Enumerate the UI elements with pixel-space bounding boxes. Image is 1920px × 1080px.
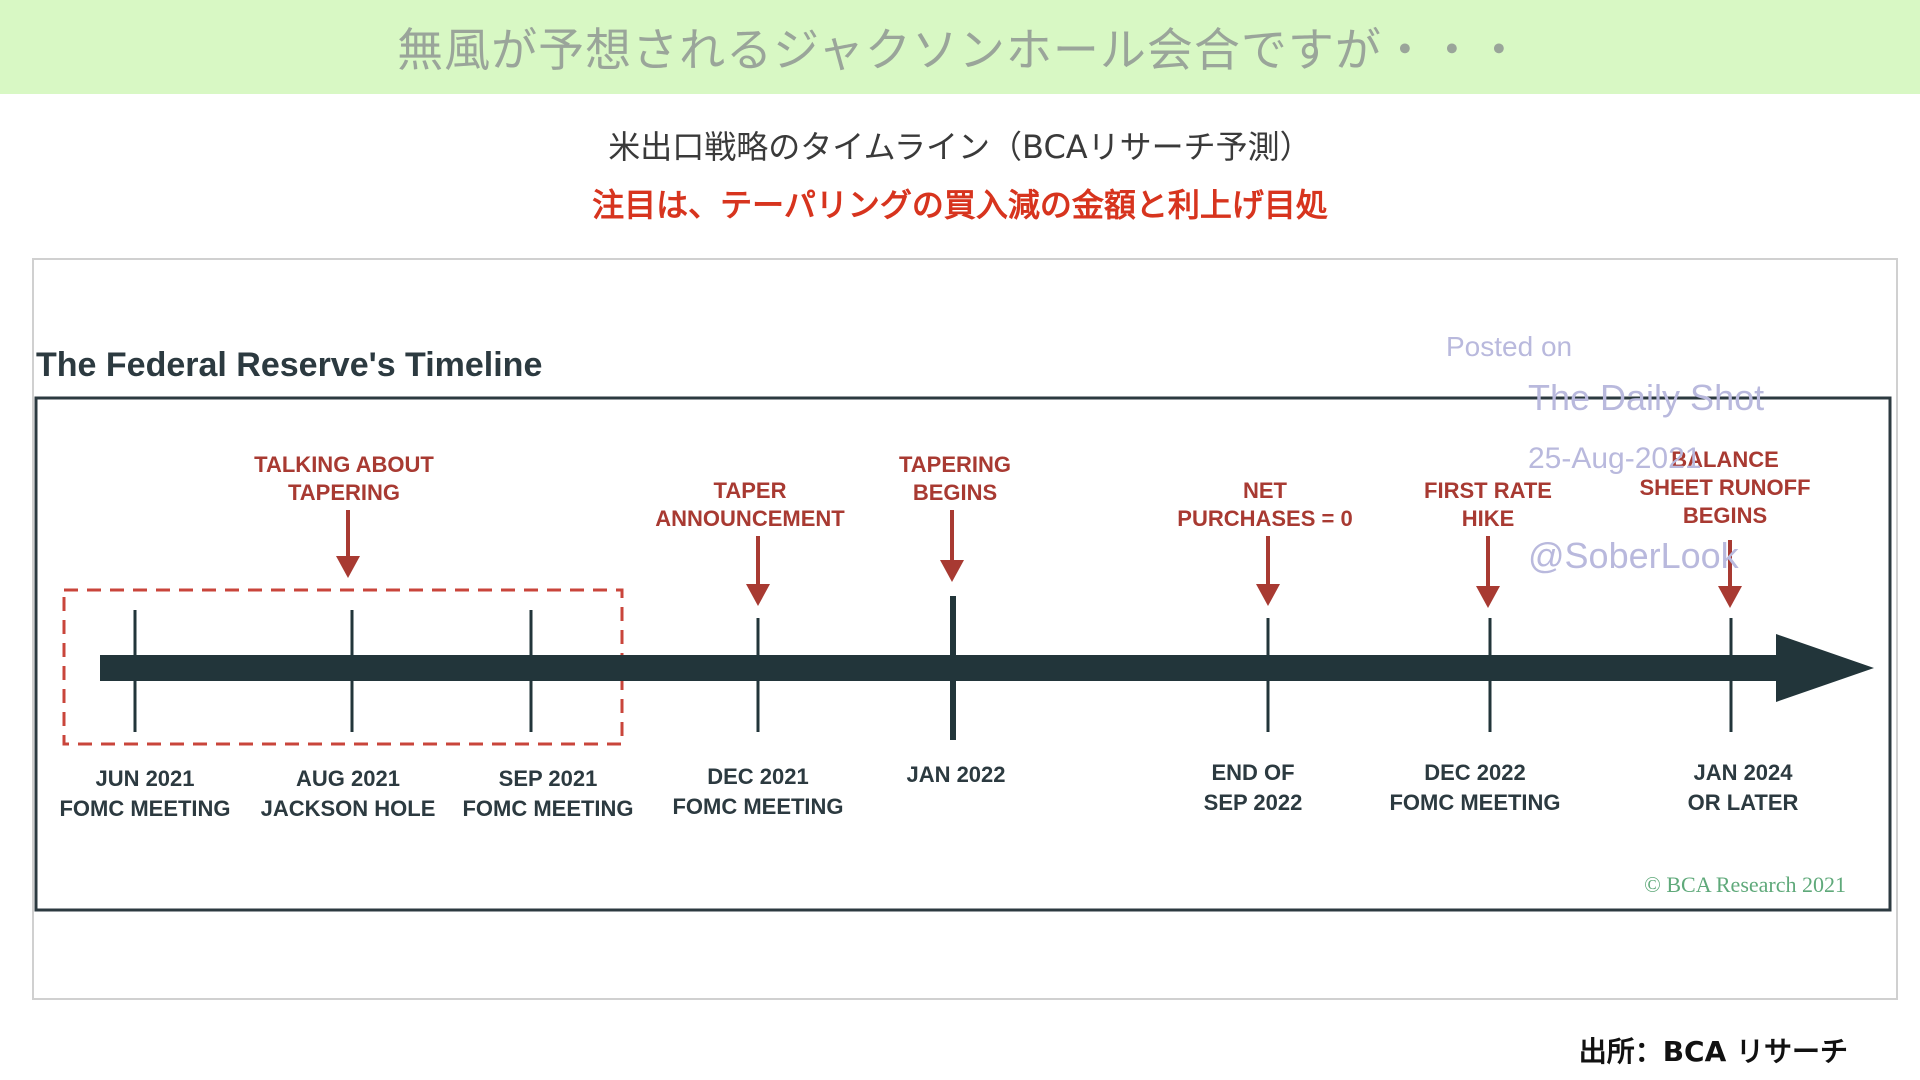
timeline-ticks: [133, 596, 1733, 740]
event-label: FIRST RATE: [1424, 478, 1552, 503]
banner-title: 無風が予想されるジャクソンホール会合ですが・・・: [397, 23, 1523, 77]
arrow-down-icon: [336, 556, 360, 578]
date-label: JAN 2024: [1693, 760, 1793, 785]
date-label: JUN 2021: [95, 766, 194, 791]
event-label: TALKING ABOUT: [254, 452, 434, 477]
event-label: TAPERING: [899, 452, 1011, 477]
arrow-down-icon: [1256, 584, 1280, 606]
watermark-line: Posted on: [1446, 331, 1572, 362]
event-labels: TALKING ABOUT TAPERING TAPER ANNOUNCEMENT TA…: [254, 447, 1810, 531]
watermark-line: The Daily Shot: [1528, 377, 1764, 418]
date-label: DEC 2021: [707, 764, 809, 789]
copyright-text: © BCA Research 2021: [1644, 872, 1846, 897]
date-label: DEC 2022: [1424, 760, 1526, 785]
timeline-box: [34, 396, 1892, 912]
arrow-down-icon: [940, 560, 964, 582]
event-label: BALANCE: [1671, 447, 1779, 472]
event-label: BEGINS: [913, 480, 997, 505]
date-label: FOMC MEETING: [59, 796, 230, 821]
source-credit: 出所：BCA リサーチ: [1578, 1035, 1848, 1068]
watermark: Posted on The Daily Shot 25-Aug-2021 @So…: [1446, 331, 1764, 576]
event-label: BEGINS: [1683, 503, 1767, 528]
event-label: TAPER: [714, 478, 787, 503]
event-label: HIKE: [1462, 506, 1515, 531]
date-label: FOMC MEETING: [1389, 790, 1560, 815]
figure-title: The Federal Reserve's Timeline: [36, 346, 542, 384]
header-banner: [0, 0, 1920, 94]
date-label: FOMC MEETING: [672, 794, 843, 819]
event-label: PURCHASES = 0: [1177, 506, 1352, 531]
date-label: AUG 2021: [296, 766, 400, 791]
timeline-axis: [100, 655, 1780, 681]
event-label: ANNOUNCEMENT: [655, 506, 845, 531]
watermark-line: @SoberLook: [1528, 535, 1740, 576]
arrow-down-icon: [1476, 586, 1500, 608]
date-label: JAN 2022: [906, 762, 1005, 787]
figure-frame: [32, 258, 1898, 1000]
event-arrows: [336, 510, 1742, 608]
timeline-arrowhead-icon: [1776, 634, 1874, 702]
subtitle-line2: 注目は、テーパリングの買入減の金額と利上げ目処: [592, 186, 1328, 224]
arrow-down-icon: [746, 584, 770, 606]
date-label: JACKSON HOLE: [261, 796, 436, 821]
date-label: FOMC MEETING: [462, 796, 633, 821]
watermark-line: 25-Aug-2021: [1528, 442, 1701, 475]
arrow-down-icon: [1718, 586, 1742, 608]
date-label: SEP 2021: [499, 766, 598, 791]
date-label: END OF: [1211, 760, 1294, 785]
event-label: TAPERING: [288, 480, 400, 505]
event-label: NET: [1243, 478, 1288, 503]
event-label: SHEET RUNOFF: [1639, 475, 1810, 500]
date-label: SEP 2022: [1204, 790, 1303, 815]
date-label: OR LATER: [1688, 790, 1799, 815]
subtitle-line1: 米出口戦略のタイムライン（BCAリサーチ予測）: [608, 128, 1312, 166]
